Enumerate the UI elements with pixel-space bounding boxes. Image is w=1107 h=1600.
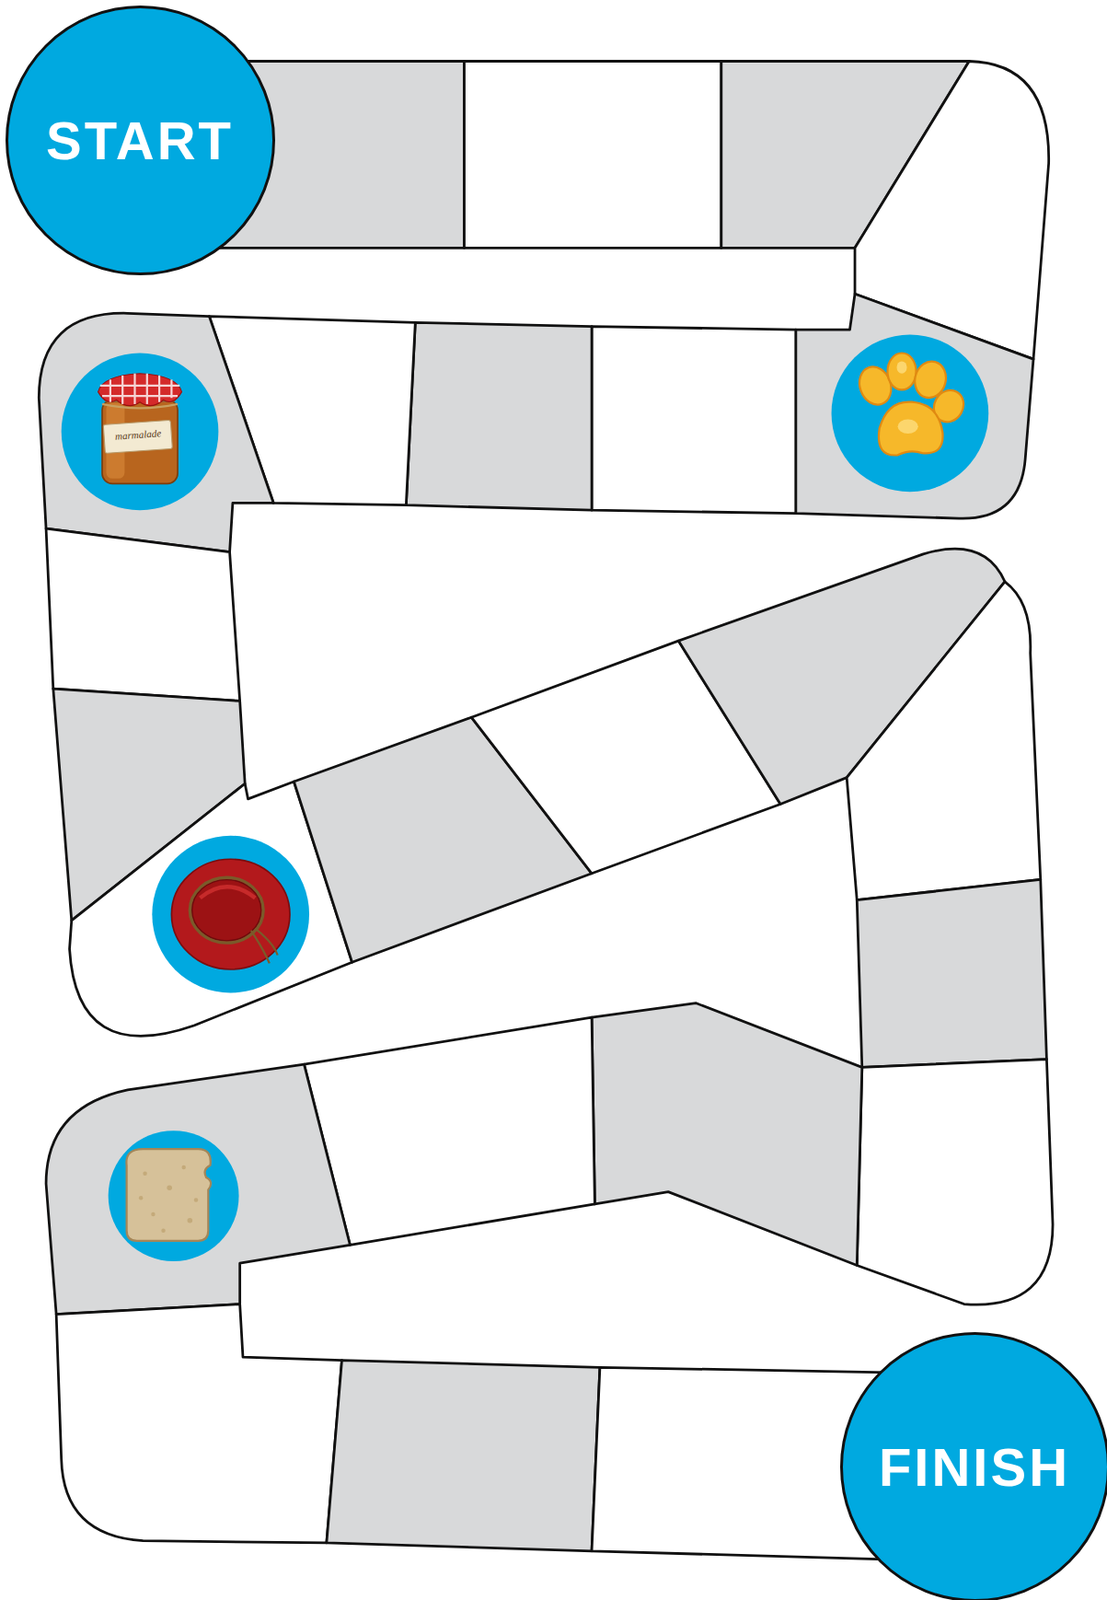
paw-icon: [831, 334, 990, 493]
start-circle: START: [5, 5, 276, 276]
board-cell: [56, 1303, 342, 1543]
space-label: START: [46, 109, 234, 172]
board-cell: [591, 1003, 863, 1266]
board-cell: [856, 878, 1047, 1067]
bread-icon: [108, 1130, 240, 1261]
marmalade-icon: [61, 353, 220, 511]
board-cell: [591, 326, 796, 514]
board-cell: [46, 1063, 350, 1315]
board-path: [38, 61, 1053, 1559]
board-cell: [405, 322, 592, 510]
board-cell: [856, 1059, 1053, 1305]
board-cell: [326, 1360, 600, 1551]
board-cell: [846, 581, 1041, 900]
board-cell: [464, 61, 722, 249]
finish-circle: FINISH: [840, 1331, 1107, 1600]
board-cell: [303, 1016, 595, 1245]
space-label: FINISH: [878, 1435, 1071, 1498]
board-cell: [46, 528, 241, 701]
board-cell: [38, 312, 274, 552]
hat-icon: [151, 835, 310, 993]
board-cell: [795, 293, 1034, 519]
